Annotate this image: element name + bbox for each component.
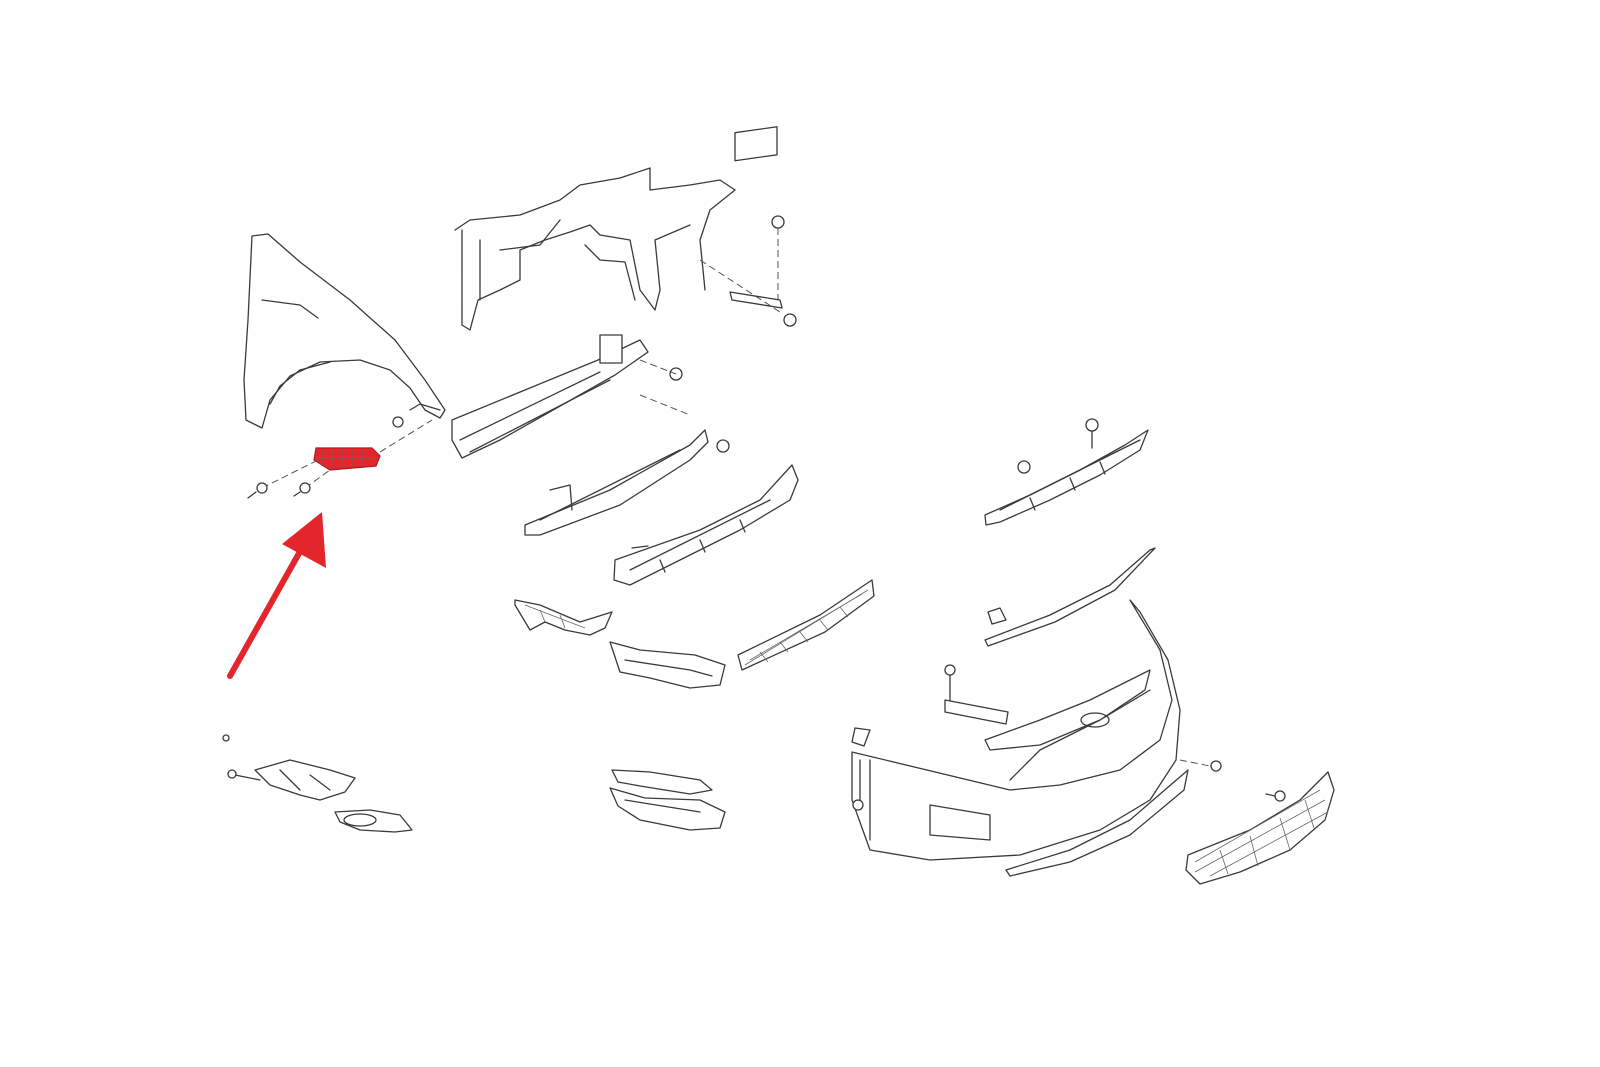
fog-lamp-bezel-left [514, 599, 613, 636]
front-end-module-frame [454, 126, 797, 331]
bumper-reinforcement-beam [451, 334, 691, 459]
fog-lamp [334, 809, 413, 833]
fog-lamp-cover-lower [609, 769, 726, 831]
lower-grille [737, 579, 875, 671]
front-bumper-cover [851, 599, 1222, 861]
pointer-arrow-icon [227, 512, 326, 679]
bumper-lower-lip [1005, 769, 1189, 877]
radiator-grille [1185, 771, 1335, 885]
fog-lamp-bracket [222, 734, 356, 801]
energy-absorber [613, 464, 799, 586]
bolt [247, 416, 404, 499]
front-fender [243, 233, 446, 429]
grille-molding-strip [984, 547, 1156, 647]
radiator-upper-cover [984, 418, 1149, 526]
lower-stiffener [524, 429, 730, 536]
fog-lamp-cover [609, 641, 726, 689]
highlighted-bracket [313, 447, 381, 471]
